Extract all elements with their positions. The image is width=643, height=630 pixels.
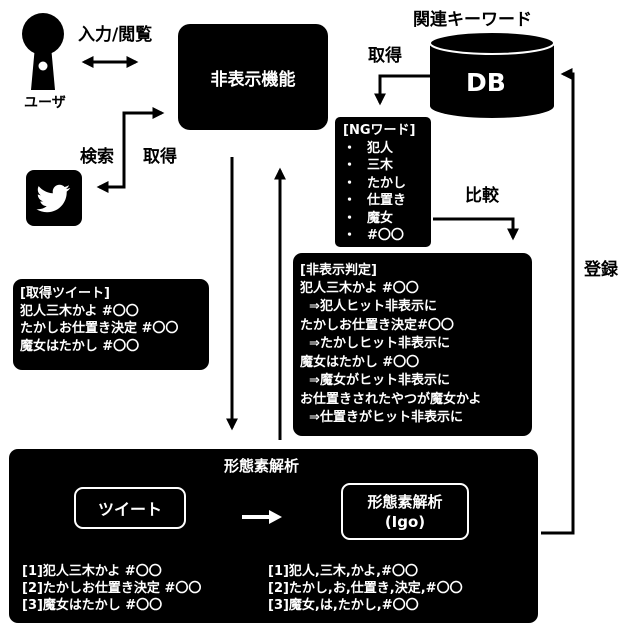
ng-word-item: ・たかし bbox=[343, 175, 407, 191]
judgment-line: お仕置きされたやつが魔女かよ bbox=[300, 391, 482, 407]
morph-analysis-title: 形態素解析 bbox=[224, 457, 300, 475]
judgment-line: 犯人三木かよ #〇〇 bbox=[300, 280, 419, 296]
bullet-icon: ・ bbox=[343, 140, 357, 156]
ng-word-item: ・仕置き bbox=[343, 193, 407, 208]
morph-engine-box: 形態素解析 (Igo) bbox=[341, 483, 469, 540]
judgment-line: ⇒犯人ヒット非表示に bbox=[300, 299, 437, 314]
judgment-line: ⇒魔女がヒット非表示に bbox=[300, 373, 450, 388]
db-label: DB bbox=[466, 68, 506, 97]
twitter-bird-icon bbox=[36, 184, 71, 213]
morph-analysis-box: 形態素解析 ツイート 形態素解析 (Igo) [1]犯人三木かよ #〇〇 [2]た… bbox=[9, 449, 538, 623]
acquired-tweet-item: たかしお仕置き決定 #〇〇 bbox=[20, 321, 179, 336]
morph-engine-label: 形態素解析 bbox=[367, 492, 443, 511]
judgment-line: 魔女はたかし #〇〇 bbox=[300, 354, 420, 370]
morph-tweet-item: [2]たかしお仕置き決定 #〇〇 bbox=[22, 581, 202, 596]
acquired-tweets-box: [取得ツイート] 犯人三木かよ #〇〇たかしお仕置き決定 #〇〇魔女はたかし #… bbox=[13, 279, 209, 370]
ng-word-item: ・犯人 bbox=[343, 140, 394, 156]
tweet-box-label: ツイート bbox=[97, 500, 162, 519]
arrow-db-ng bbox=[374, 74, 430, 106]
ng-word-item: ・三木 bbox=[343, 158, 394, 173]
judgment-box: [非表示判定] 犯人三木かよ #〇〇 ⇒犯人ヒット非表示にたかしお仕置き決定#〇… bbox=[293, 253, 532, 436]
bullet-icon: ・ bbox=[343, 175, 357, 191]
ng-word-item: ・#〇〇 bbox=[343, 228, 404, 243]
bullet-icon: ・ bbox=[343, 158, 357, 173]
acquire-db-label: 取得 bbox=[368, 46, 402, 66]
tweet-box: ツイート bbox=[74, 487, 186, 529]
morph-token-item: [3]魔女,は,たかし,#〇〇 bbox=[268, 598, 419, 613]
related-keywords-label: 関連キーワード bbox=[413, 10, 532, 30]
arrow-register bbox=[541, 68, 575, 535]
morph-engine-sub: (Igo) bbox=[384, 512, 426, 531]
arrow-twitter-hide bbox=[96, 107, 165, 193]
user-icon bbox=[22, 13, 64, 90]
hide-function-title: 非表示機能 bbox=[210, 69, 296, 90]
bullet-icon: ・ bbox=[343, 193, 357, 208]
morph-token-item: [1]犯人,三木,かよ,#〇〇 bbox=[268, 564, 418, 579]
bullet-icon: ・ bbox=[343, 228, 357, 243]
acquired-tweets-title: [取得ツイート] bbox=[20, 286, 110, 301]
hide-function-box: 非表示機能 bbox=[178, 24, 328, 130]
ng-words-title: [NGワード] bbox=[343, 123, 416, 138]
acquired-tweet-item: 犯人三木かよ #〇〇 bbox=[20, 303, 139, 319]
ng-words-box: [NGワード] ・犯人・三木・たかし・仕置き・魔女・#〇〇 bbox=[335, 117, 431, 247]
acquired-tweet-item: 魔女はたかし #〇〇 bbox=[20, 338, 140, 354]
db-cylinder-icon bbox=[429, 31, 555, 118]
judgment-line: ⇒たかしヒット非表示に bbox=[300, 336, 450, 351]
twitter-box bbox=[26, 170, 82, 226]
judgment-title: [非表示判定] bbox=[300, 263, 377, 278]
bullet-icon: ・ bbox=[343, 210, 357, 226]
compare-label: 比較 bbox=[465, 186, 499, 206]
morph-token-item: [2]たかし,お,仕置き,決定,#〇〇 bbox=[268, 581, 463, 596]
register-label: 登録 bbox=[584, 260, 618, 280]
judgment-line: たかしお仕置き決定#〇〇 bbox=[300, 317, 454, 333]
arrow-ng-compare bbox=[433, 217, 519, 241]
morph-tweet-item: [3]魔女はたかし #〇〇 bbox=[22, 598, 163, 613]
input-view-label: 入力/閲覧 bbox=[78, 25, 153, 45]
ng-word-item: ・魔女 bbox=[343, 210, 394, 226]
user-label: ユーザ bbox=[24, 95, 66, 111]
judgment-line: ⇒仕置きがヒット非表示に bbox=[300, 410, 463, 425]
morph-tweet-item: [1]犯人三木かよ #〇〇 bbox=[22, 564, 162, 579]
